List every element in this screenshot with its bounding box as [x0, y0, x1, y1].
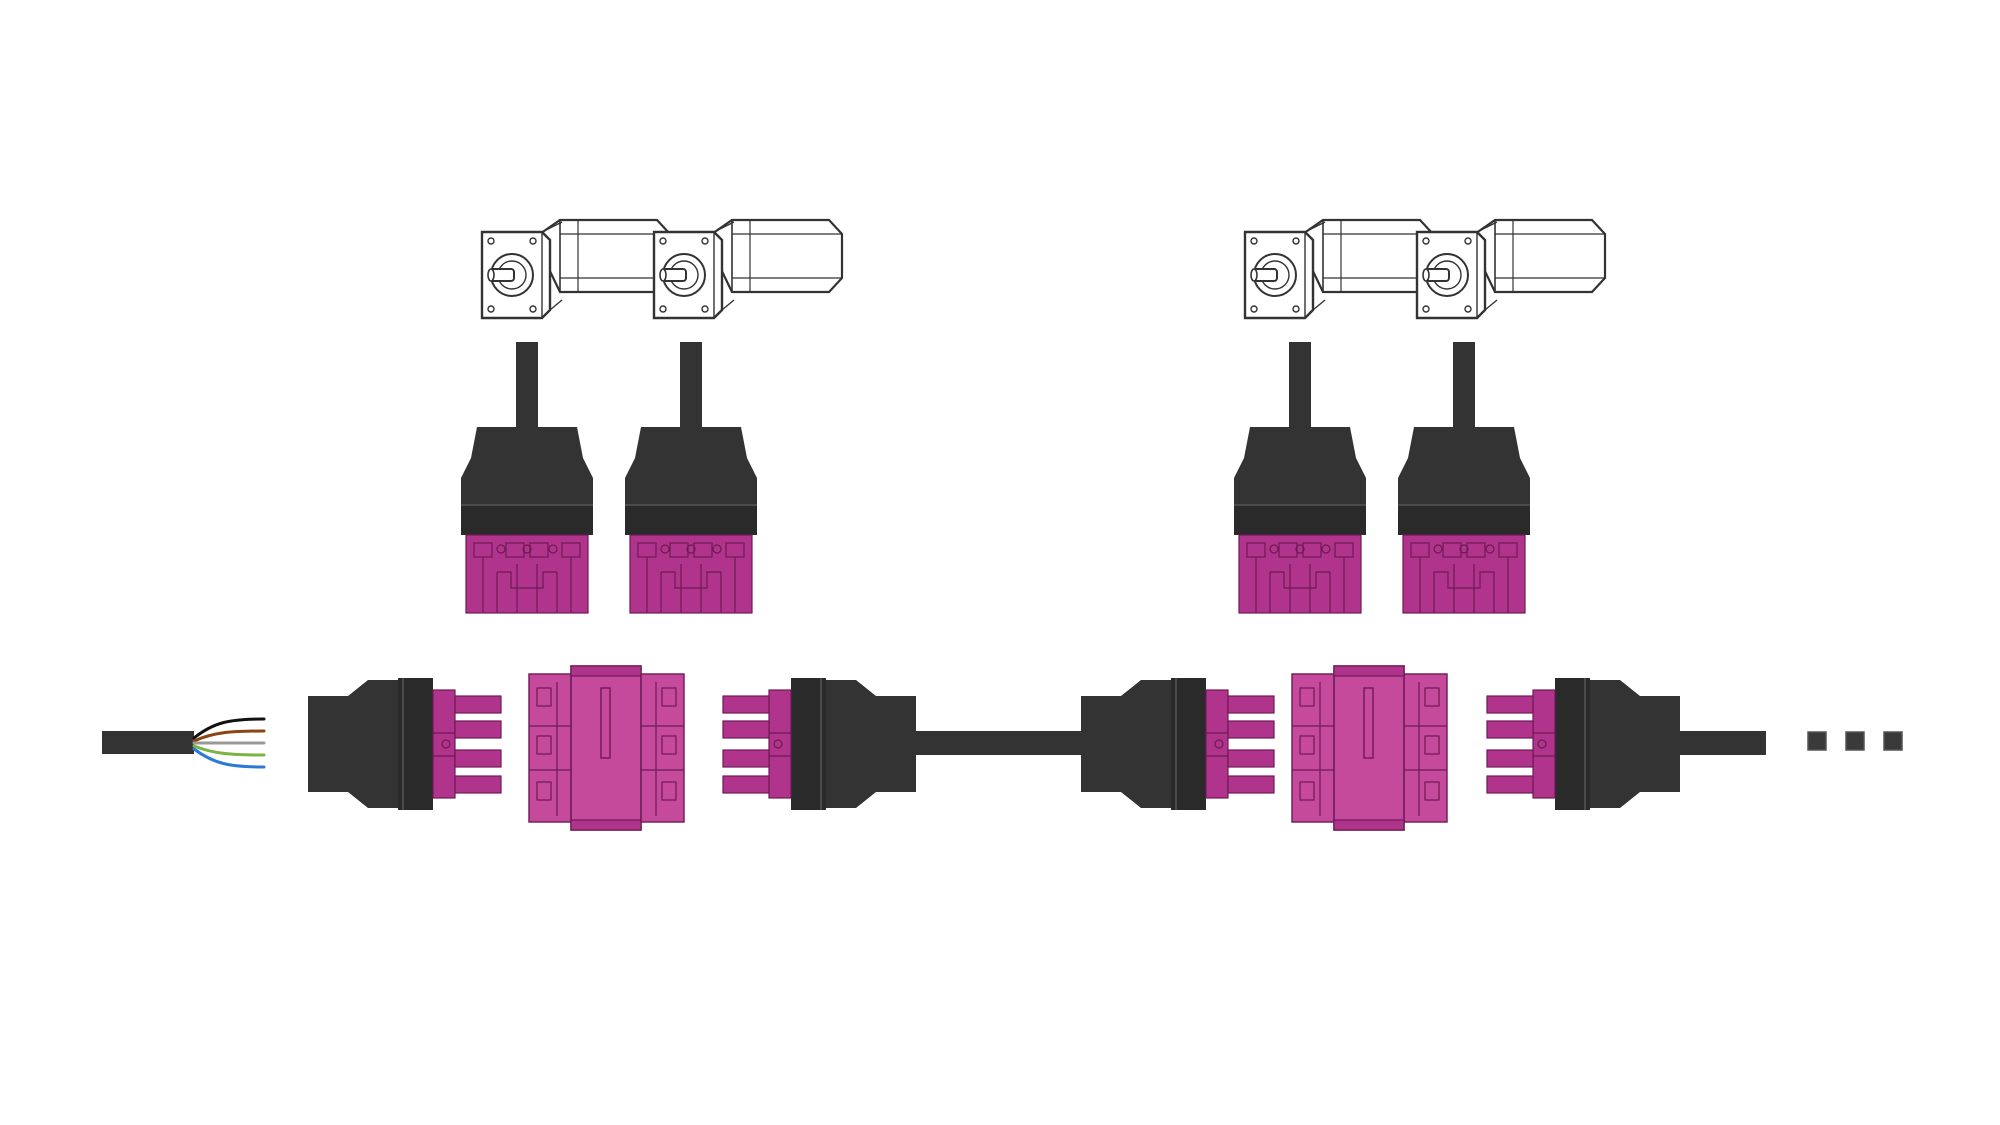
ellipsis-squares-icon — [1807, 731, 1903, 751]
plug-connector-icon — [1233, 341, 1367, 614]
male-plug-connector-icon — [1486, 677, 1681, 811]
plug-connector-icon — [624, 341, 758, 614]
bus-segment-2 — [1080, 665, 1766, 831]
bus-segment-1 — [307, 665, 1081, 831]
servo-motor-icon — [652, 218, 844, 320]
servo-motor-icon — [1415, 218, 1607, 320]
plug-connector-icon — [1397, 341, 1531, 614]
stripped-cable-icon — [102, 717, 266, 769]
t-distributor-icon — [528, 665, 685, 831]
male-plug-connector-icon — [307, 677, 502, 811]
servo-motor-icon — [480, 218, 672, 320]
male-plug-connector-icon — [722, 677, 917, 811]
t-distributor-icon — [1291, 665, 1448, 831]
plug-connector-icon — [460, 341, 594, 614]
servo-motor-icon — [1243, 218, 1435, 320]
male-plug-connector-icon — [1080, 677, 1275, 811]
